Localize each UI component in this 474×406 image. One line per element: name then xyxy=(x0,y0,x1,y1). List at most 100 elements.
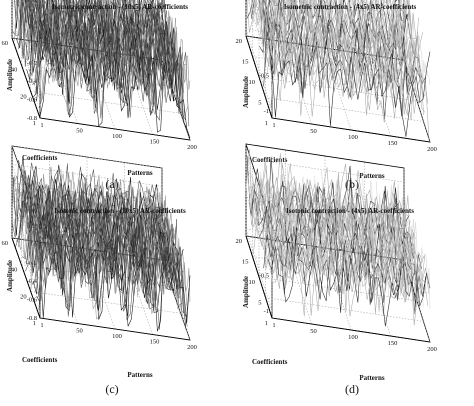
y-tick-label: 15 xyxy=(242,59,249,66)
x-tick-label: 1 xyxy=(272,322,275,329)
grid-line xyxy=(161,59,191,141)
x-tick-label: 1 xyxy=(40,122,43,129)
grid-line xyxy=(11,201,41,282)
surface-col xyxy=(39,0,64,67)
x-tick-label: 1 xyxy=(272,122,275,129)
x-tick-label: 150 xyxy=(150,139,160,146)
surface-row xyxy=(15,0,166,53)
surface-col xyxy=(16,0,41,68)
z-tick-label: 0.2 xyxy=(29,223,37,230)
surface-col xyxy=(155,2,184,98)
surface-col xyxy=(116,0,145,92)
y-axis-line xyxy=(11,37,41,119)
surface-col xyxy=(396,0,424,93)
y-tick-label: 20 xyxy=(236,238,243,245)
surface-col xyxy=(18,174,47,272)
grid-line xyxy=(324,47,352,131)
x-axis-label: Patterns xyxy=(359,172,385,180)
surface-col xyxy=(370,0,396,94)
grid-line xyxy=(265,297,424,322)
surface-col xyxy=(304,0,328,83)
surface-col xyxy=(273,0,300,67)
z-tick-label: -0.2 xyxy=(27,60,37,67)
surface-col xyxy=(321,0,348,95)
surface-col xyxy=(135,189,165,295)
surface-col xyxy=(73,181,103,273)
surface-col xyxy=(259,171,287,283)
surface-col xyxy=(86,0,116,89)
surface-col xyxy=(40,0,67,63)
surface-col xyxy=(355,187,383,287)
surface-col xyxy=(293,180,321,287)
grid-line xyxy=(11,1,41,82)
y-axis-line xyxy=(245,35,273,119)
surface-col xyxy=(376,181,403,297)
surface-mesh xyxy=(11,157,191,332)
z-tick-label: -0.5 xyxy=(259,273,269,280)
surface-col xyxy=(253,0,280,65)
z-tick-label: -0.4 xyxy=(27,278,38,285)
z-tick-label: -1 xyxy=(264,308,269,315)
surface-col xyxy=(273,173,300,275)
surface-col xyxy=(11,175,41,271)
surface-col xyxy=(351,0,376,100)
surface-col xyxy=(314,175,341,281)
x-tick-label: 100 xyxy=(348,134,358,141)
surface-col xyxy=(348,190,376,302)
x-tick-label: 200 xyxy=(427,346,437,353)
y-tick-label: 5 xyxy=(258,100,261,107)
surface-col xyxy=(271,0,293,78)
y-axis-line xyxy=(11,237,41,319)
surface-col xyxy=(125,185,155,286)
surface-col xyxy=(106,178,135,296)
grid-line xyxy=(124,254,153,335)
z-tick-label: -0.2 xyxy=(27,260,37,267)
y-axis-label: Coefficients xyxy=(22,356,58,364)
surface-col xyxy=(280,173,307,279)
surface-col xyxy=(106,0,135,85)
x-tick-label: 50 xyxy=(310,328,317,335)
grid-line xyxy=(245,228,273,311)
panel-caption: (d) xyxy=(345,382,359,396)
x-tick-label: 100 xyxy=(348,334,358,341)
grid-line xyxy=(258,276,418,302)
surface-col xyxy=(252,171,280,266)
panel-c: 15010015020060402010.20-0.2-0.4-0.6-0.8I… xyxy=(2,145,197,396)
z-axis-label: Amplitude xyxy=(6,260,14,292)
x-tick-label: 100 xyxy=(112,133,122,140)
x-tick-label: 50 xyxy=(310,128,317,135)
surface-col xyxy=(132,0,161,72)
grid-line xyxy=(245,28,273,111)
surface-col xyxy=(51,0,80,87)
z-tick-label: -1 xyxy=(264,108,269,115)
surface-col xyxy=(110,0,139,82)
z-tick-label: -0.6 xyxy=(27,97,38,104)
surface-col xyxy=(266,180,293,275)
z-axis-label: Amplitude xyxy=(242,76,250,108)
surface-col xyxy=(83,0,113,85)
x-axis-line xyxy=(271,317,431,343)
surface-col xyxy=(288,0,314,71)
panel-title: Isometric contraction - (4x5) AR-coeffic… xyxy=(284,3,417,11)
x-axis-line xyxy=(39,317,191,341)
grid-line xyxy=(247,0,273,76)
y-tick-label: 60 xyxy=(2,240,9,247)
surface-col xyxy=(245,168,273,268)
grid-line xyxy=(245,228,405,254)
x-tick-label: 100 xyxy=(112,333,122,340)
y-axis-label: Coefficients xyxy=(252,156,288,164)
surface-col xyxy=(67,172,96,277)
y-axis-label: Coefficients xyxy=(252,358,288,366)
surface-col xyxy=(46,0,70,82)
surface-col xyxy=(335,180,362,296)
x-tick-label: 50 xyxy=(76,328,83,335)
grid-line xyxy=(11,219,41,300)
surface-col xyxy=(355,0,383,86)
y-tick-label: 20 xyxy=(236,38,243,45)
panel-a: 15010015020060402010.20-0.2-0.4-0.6-0.8I… xyxy=(2,0,197,191)
y-tick-label: 5 xyxy=(258,300,261,307)
surface-col xyxy=(364,0,390,91)
panel-title: Isometric contraction - (10x5) AR-coeffi… xyxy=(52,3,188,11)
grid-line xyxy=(11,145,163,169)
